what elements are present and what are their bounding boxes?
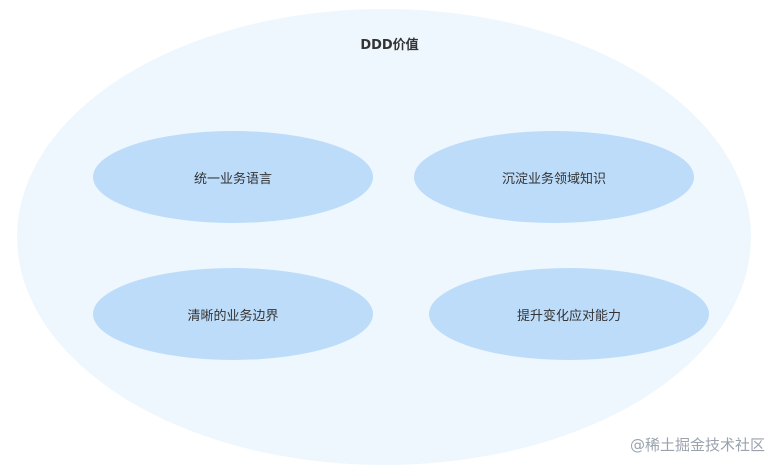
value-ellipse-unified-language: 统一业务语言 bbox=[93, 131, 373, 223]
value-ellipse-clear-boundary: 清晰的业务边界 bbox=[93, 268, 373, 360]
outer-ellipse-ddd-value bbox=[17, 9, 751, 465]
value-label-unified-language: 统一业务语言 bbox=[193, 171, 272, 187]
diagram-title: DDD价值 bbox=[360, 38, 419, 53]
value-ellipse-change-adaptability: 提升变化应对能力 bbox=[429, 268, 709, 360]
value-label-domain-knowledge: 沉淀业务领域知识 bbox=[501, 171, 606, 187]
value-label-change-adaptability: 提升变化应对能力 bbox=[516, 308, 621, 324]
watermark-text: @稀土掘金技术社区 bbox=[629, 436, 765, 454]
value-ellipse-domain-knowledge: 沉淀业务领域知识 bbox=[414, 131, 694, 223]
value-label-clear-boundary: 清晰的业务边界 bbox=[187, 308, 279, 324]
